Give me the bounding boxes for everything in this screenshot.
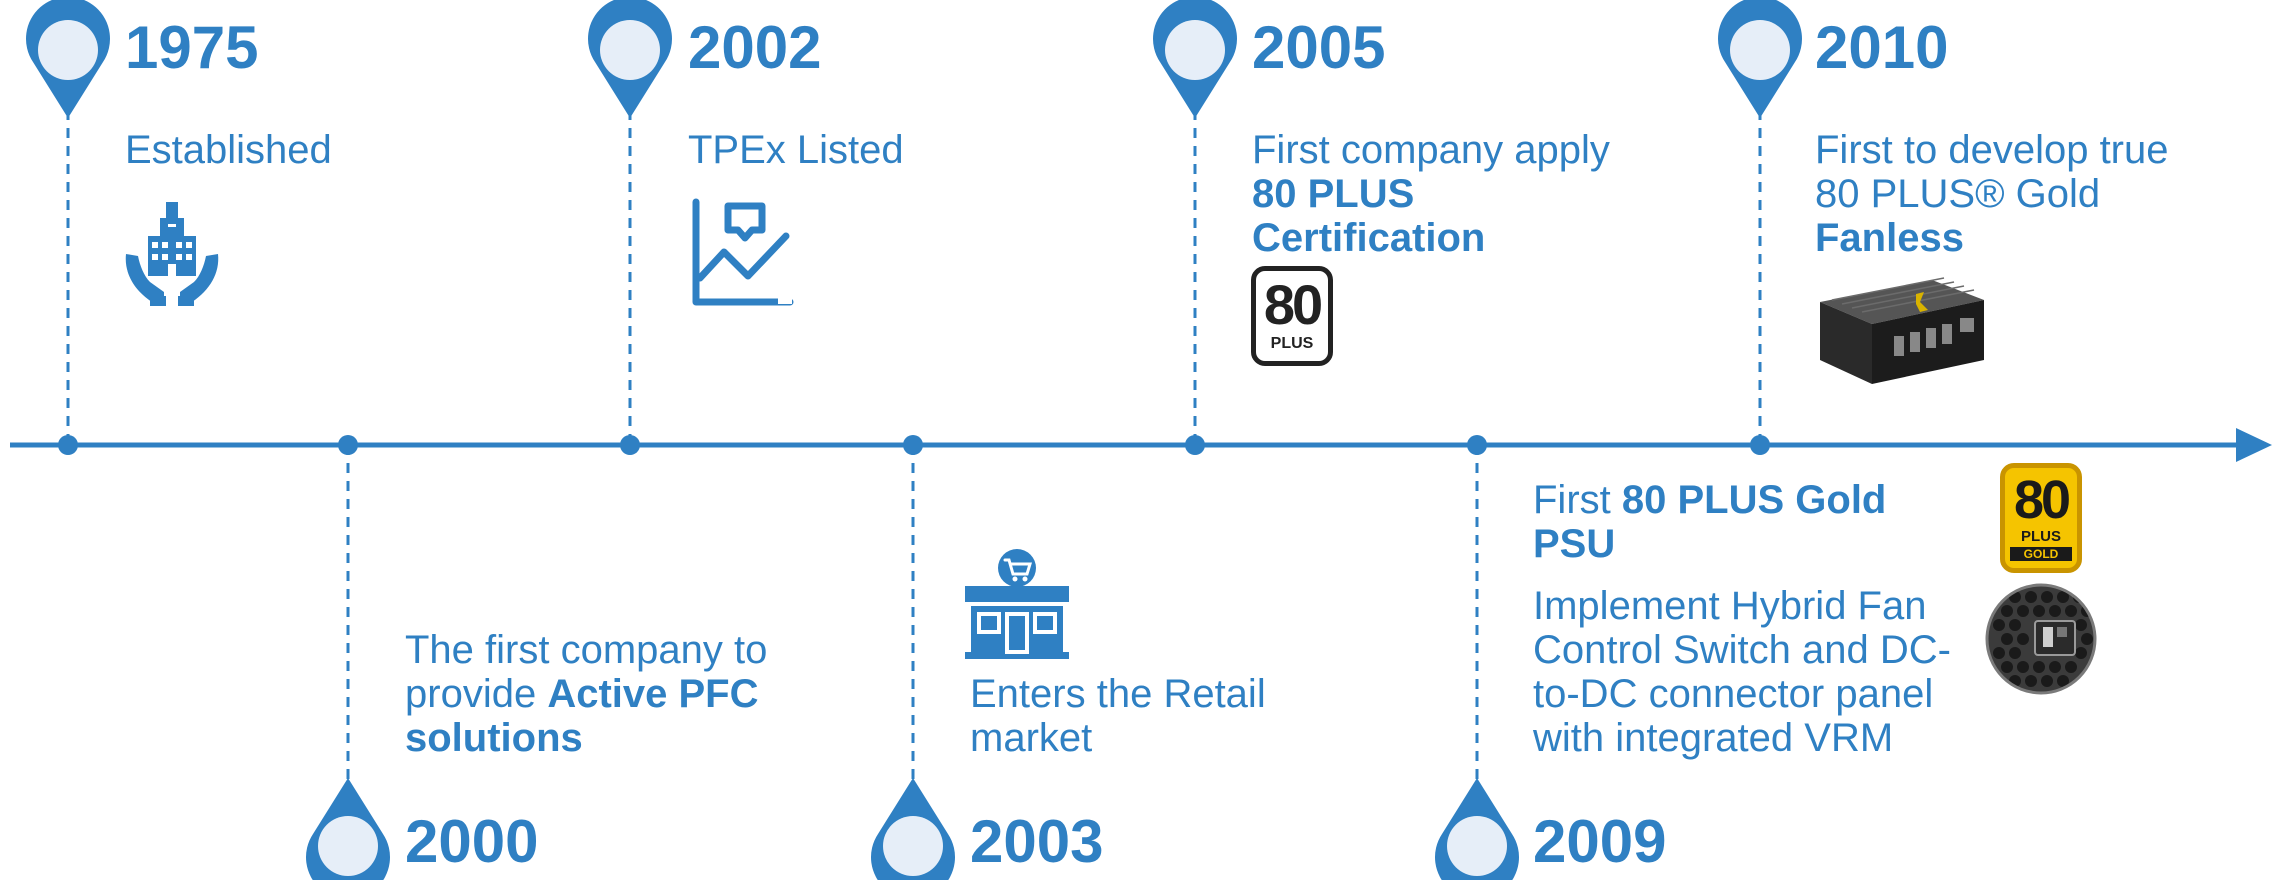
milestone-2009-first-a: First [1533,478,1622,522]
milestone-2009-impl-line1: Implement Hybrid Fan [1533,584,1927,628]
axis-dot-2002 [620,435,640,455]
milestone-2000-line2-a: provide [405,672,548,716]
milestone-2000-line2-b: Active PFC [547,672,759,716]
milestone-2010-line1: First to develop true [1815,128,2169,172]
milestone-2009-first-line1: First 80 PLUS Gold [1533,478,1886,522]
timeline-arrowhead [2236,428,2272,462]
milestone-2005-line3: Certification [1252,216,1486,260]
80plus-gold-badge-word: PLUS [2020,528,2061,545]
axis-dot-2003 [903,435,923,455]
milestone-2000-line2: provide Active PFC [405,672,758,716]
pin-2003 [871,778,955,880]
80plus-badge: 80 PLUS [1251,266,1333,366]
pin-2010 [1718,0,1802,118]
pin-2009 [1435,778,1519,880]
axis-dot-2010 [1750,435,1770,455]
connector-lines [66,110,1762,780]
milestone-1975-text: Established [125,128,332,172]
pin-2005 [1153,0,1237,118]
building-in-hands-icon [125,202,219,306]
milestone-2000-line1: The first company to [405,628,768,672]
milestone-2009-first-b: 80 PLUS Gold [1621,478,1887,522]
milestone-2005-line1: First company apply [1252,128,1610,172]
year-2002: 2002 [688,14,822,81]
year-1975: 1975 [125,14,259,81]
milestone-2009-impl-line2: Control Switch and DC- [1533,628,1951,672]
year-2003: 2003 [970,808,1104,875]
80plus-badge-word: PLUS [1270,335,1314,352]
pin-2002 [588,0,672,118]
milestone-2003-line1: Enters the Retail [970,672,1266,716]
year-2000: 2000 [405,808,539,875]
year-2005: 2005 [1252,14,1386,81]
pin-2000 [306,778,390,880]
milestone-2005-line2: 80 PLUS [1252,172,1415,216]
milestone-2003-line2: market [970,716,1093,760]
retail-store-icon [965,549,1069,659]
milestone-2009-impl-line4: with integrated VRM [1533,716,1894,760]
hybrid-fan-panel-image [1985,583,2097,695]
milestone-2010-line3: Fanless [1815,216,1964,260]
year-2009: 2009 [1533,808,1667,875]
milestone-2009-first-line2: PSU [1533,522,1616,566]
stock-chart-icon [692,198,794,306]
milestone-2010-line2: 80 PLUS® Gold [1815,172,2101,216]
axis-dots [58,435,1770,455]
80plus-badge-number: 80 [1263,273,1323,336]
axis-dot-2009 [1467,435,1487,455]
80plus-gold-badge: 80 PLUS GOLD [2000,463,2082,573]
milestone-2002-text: TPEx Listed [688,128,904,172]
axis-dot-1975 [58,435,78,455]
axis-dot-2000 [338,435,358,455]
axis-dot-2005 [1185,435,1205,455]
80plus-gold-badge-number: 80 [2013,470,2071,530]
milestone-2000-line3: solutions [405,716,583,760]
milestone-2009-impl-line3: to-DC connector panel [1533,672,1934,716]
80plus-gold-badge-tier: GOLD [2010,547,2072,561]
year-2010: 2010 [1815,14,1949,81]
pin-1975 [26,0,110,118]
fanless-psu-image [1820,277,1984,384]
